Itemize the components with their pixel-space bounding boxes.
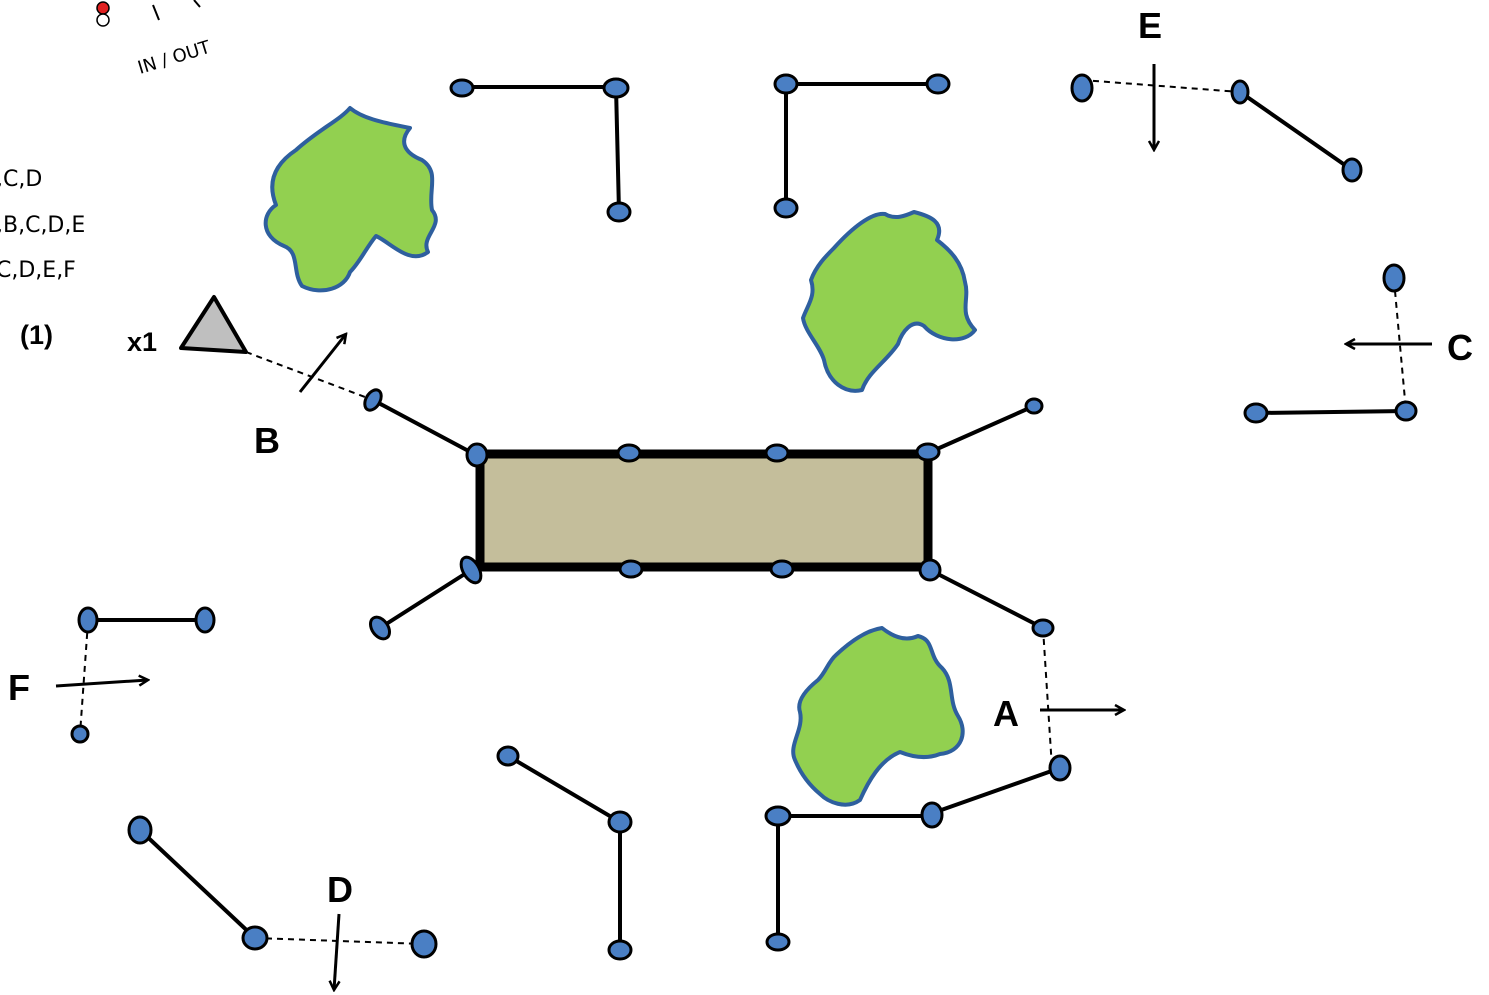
post — [1048, 754, 1072, 782]
fence-posts — [70, 73, 1418, 961]
post — [77, 606, 99, 634]
gate-label-c: C — [1447, 327, 1473, 368]
legend-index: (1) — [20, 320, 53, 350]
gate-lines — [79, 79, 1407, 945]
post — [925, 73, 951, 95]
gate-label-e: E — [1138, 5, 1162, 46]
legend-line-3: C,D,E,F — [0, 258, 76, 283]
post — [1382, 263, 1406, 293]
post — [764, 443, 790, 463]
post — [465, 442, 489, 468]
post — [363, 388, 383, 412]
post — [920, 801, 944, 829]
tree-icon — [801, 210, 977, 393]
post — [1394, 400, 1418, 422]
post — [241, 925, 269, 951]
post — [1070, 73, 1094, 103]
post — [449, 78, 475, 98]
post — [496, 745, 520, 767]
post — [1243, 402, 1269, 424]
post — [618, 559, 644, 579]
in-out-label: IN / OUT — [135, 37, 213, 79]
post — [616, 443, 642, 463]
arrow-f — [55, 680, 148, 688]
post — [769, 559, 795, 579]
tree-icon — [263, 106, 438, 293]
post — [127, 815, 153, 845]
post — [1230, 79, 1250, 105]
in-out-switch-icon — [96, 0, 201, 27]
arrow-d — [334, 913, 339, 990]
post — [194, 606, 216, 634]
post — [607, 810, 633, 834]
post — [773, 197, 799, 219]
post — [1024, 397, 1044, 415]
building — [475, 449, 933, 572]
gate-label-f: F — [8, 667, 30, 708]
post — [602, 77, 630, 99]
marker-label: x1 — [127, 327, 157, 357]
gate-label-b: B — [254, 420, 280, 461]
post — [764, 805, 792, 827]
legend-line-1: ,C,D — [0, 167, 42, 192]
post — [459, 555, 483, 585]
gate-label-a: A — [993, 693, 1019, 734]
triangle-marker-icon — [179, 295, 248, 354]
post — [368, 615, 392, 641]
post — [765, 932, 791, 952]
post — [918, 558, 942, 582]
post — [607, 939, 633, 961]
tree-icon — [791, 626, 965, 807]
post — [915, 442, 941, 462]
gate-label-d: D — [327, 869, 353, 910]
post — [1031, 618, 1055, 638]
post — [1341, 157, 1363, 183]
post — [410, 929, 438, 959]
post — [773, 73, 799, 95]
legend-line-2: ,B,C,D,E — [0, 213, 85, 238]
post — [606, 201, 632, 223]
arrow-b — [298, 334, 346, 393]
fence-lines — [86, 82, 1408, 952]
post — [70, 724, 90, 744]
direction-arrows — [55, 64, 1432, 990]
